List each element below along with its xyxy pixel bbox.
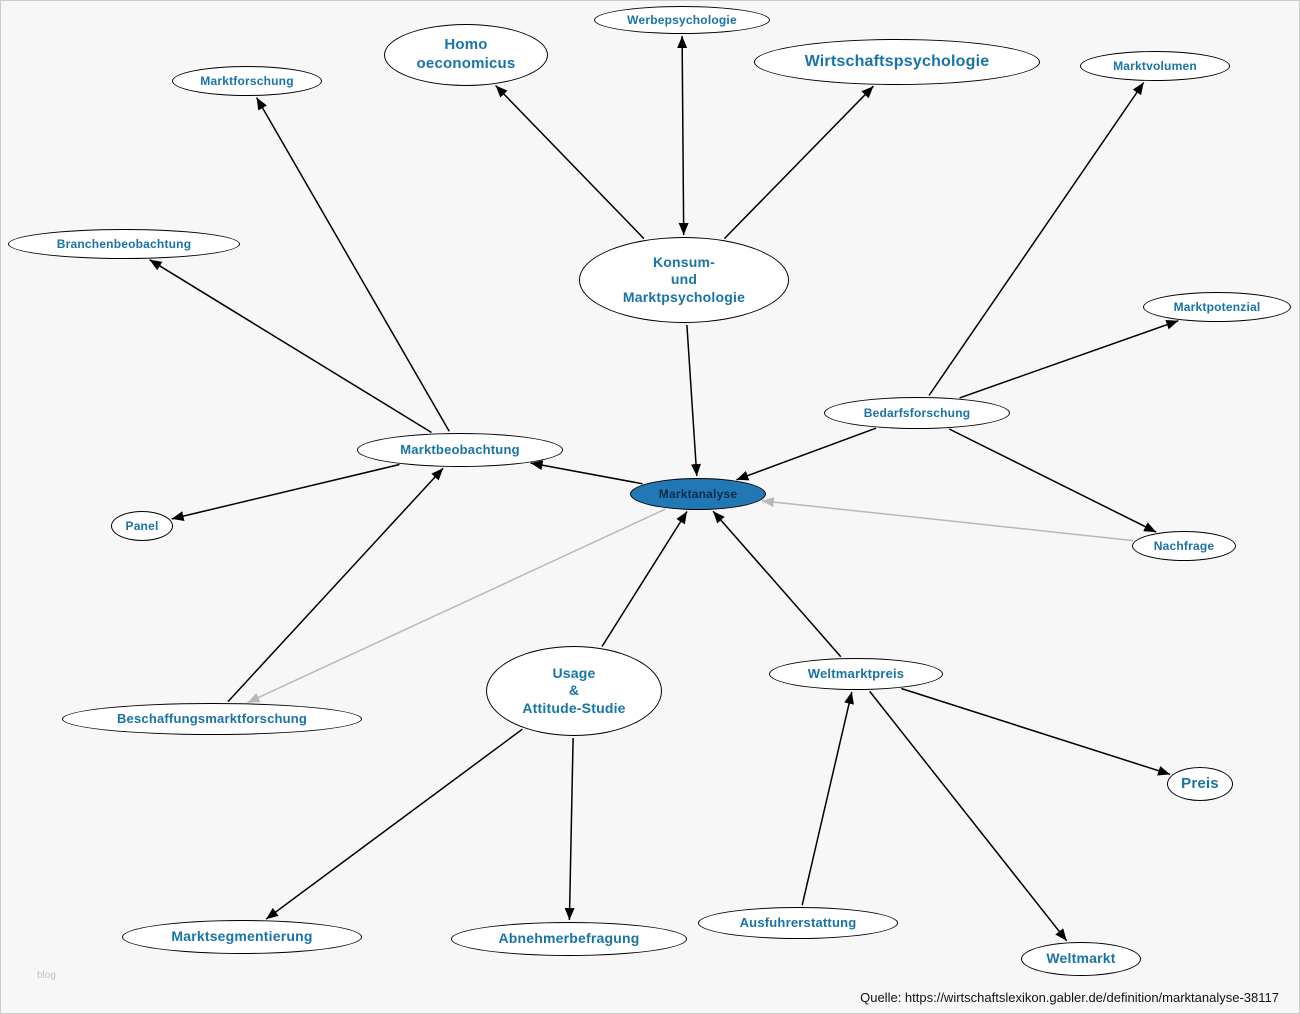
edge-konsum-und-marktpsychologie--werbepsychologie (677, 35, 689, 236)
node-weltmarkt: Weltmarkt (1021, 942, 1141, 976)
edge-beschaffungsmarktforschung--marktbeobachtung (227, 467, 444, 703)
edge-marktanalyse--marktbeobachtung (530, 460, 643, 485)
node-marktsegmentierung: Marktsegmentierung (122, 920, 362, 954)
edge-marktbeobachtung--branchenbeobachtung (149, 259, 432, 434)
edge-konsum-und-marktpsychologie--homo-oeconomicus (495, 84, 645, 240)
edge-bedarfsforschung--marktvolumen (928, 82, 1145, 396)
edge-weltmarktpreis--weltmarkt (869, 690, 1068, 942)
node-marktpotenzial: Marktpotenzial (1143, 292, 1291, 322)
node-marktvolumen: Marktvolumen (1080, 51, 1230, 81)
node-ausfuhrerstattung: Ausfuhrerstattung (698, 907, 898, 939)
edge-marktanalyse--beschaffungsmarktforschung (247, 508, 666, 704)
watermark-text: blog (37, 970, 56, 981)
node-marktbeobachtung: Marktbeobachtung (357, 433, 563, 467)
edge-usage-attitude-studie--marktanalyse (601, 511, 688, 647)
node-beschaffungsmarktforschung: Beschaffungsmarktforschung (62, 703, 362, 735)
node-preis: Preis (1167, 767, 1233, 801)
node-marktforschung: Marktforschung (172, 66, 322, 96)
node-konsum-und-marktpsychologie: Konsum- und Marktpsychologie (579, 237, 789, 323)
source-citation: Quelle: https://wirtschaftslexikon.gable… (860, 990, 1279, 1005)
edge-usage-attitude-studie--marktsegmentierung (265, 728, 523, 920)
edge-nachfrage--marktanalyse (761, 497, 1134, 542)
node-homo-oeconomicus: Homo oeconomicus (384, 24, 548, 86)
edge-weltmarktpreis--marktanalyse (712, 510, 842, 658)
edge-bedarfsforschung--nachfrage (948, 428, 1157, 533)
node-branchenbeobachtung: Branchenbeobachtung (8, 229, 240, 259)
edge-usage-attitude-studie--abnehmerbefragung (564, 737, 575, 921)
edge-konsum-und-marktpsychologie--wirtschaftspsychologie (723, 85, 874, 240)
node-werbepsychologie: Werbepsychologie (594, 6, 770, 34)
edge-bedarfsforschung--marktpotenzial (959, 319, 1179, 399)
node-marktanalyse: Marktanalyse (630, 478, 766, 510)
node-usage-attitude-studie: Usage & Attitude-Studie (486, 646, 662, 736)
edge-bedarfsforschung--marktanalyse (736, 427, 877, 481)
edge-weltmarktpreis--preis (901, 687, 1171, 776)
edge-marktbeobachtung--panel (171, 463, 400, 521)
node-bedarfsforschung: Bedarfsforschung (824, 397, 1010, 429)
node-panel: Panel (111, 511, 173, 541)
edge-konsum-und-marktpsychologie--marktanalyse (686, 324, 702, 477)
node-abnehmerbefragung: Abnehmerbefragung (451, 922, 687, 956)
node-weltmarktpreis: Weltmarktpreis (769, 658, 943, 690)
edge-marktbeobachtung--marktforschung (255, 97, 450, 432)
node-nachfrage: Nachfrage (1132, 531, 1236, 561)
edge-ausfuhrerstattung--weltmarktpreis (801, 691, 854, 906)
node-wirtschaftspsychologie: Wirtschaftspsychologie (754, 39, 1040, 85)
